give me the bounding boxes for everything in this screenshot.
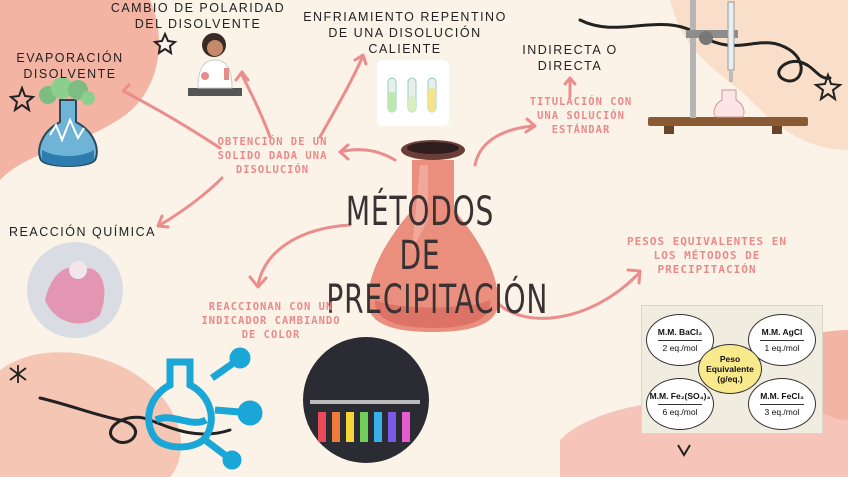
arrow-to-obtencion	[338, 148, 397, 162]
sparkle-icon-left	[9, 365, 27, 383]
colored-solutions-image	[303, 337, 429, 463]
node-polaridad: CAMBIO DE POLARIDAD DEL DISOLVENTE	[110, 1, 286, 31]
star-icon-top-left	[8, 85, 36, 113]
flask-icon-center	[367, 140, 499, 332]
node-pesos: PESOS EQUIVALENTES EN LOS MÉTODOS DE PRE…	[626, 235, 788, 276]
doodle-swirl-bottom-left	[38, 396, 232, 444]
arrow-to-pesos	[493, 270, 642, 320]
arrow-heads	[121, 53, 642, 289]
eq-fe2so4: M.M. Fe₂(SO₄)₃ 6 eq./mol	[646, 378, 714, 430]
main-title-line2: PRECIPITACIÓN	[326, 277, 549, 323]
doodle-swirl-top-right	[578, 18, 832, 83]
arrow-to-polaridad	[240, 73, 272, 139]
test-tubes-image	[377, 60, 449, 126]
node-titulacion: TITULACIÓN CON UNA SOLUCIÓN ESTÁNDAR	[529, 96, 633, 136]
main-title-line1: MÉTODOS DE	[345, 189, 495, 279]
node-indicador: REACCIONAN CON UN INDICADOR CAMBIANDO DE…	[201, 301, 341, 341]
node-obtencion: OBTENCIÓN DE UN SOLIDO DADA UNA DISOLUCI…	[217, 136, 328, 176]
star-icon-top-left-2	[152, 31, 178, 56]
eq-center: Peso Equivalente (g/eq.)	[698, 344, 762, 394]
molecule-flask-icon	[145, 347, 263, 470]
node-enfriamiento: ENFRIAMIENTO REPENTINO DE UNA DISOLUCIÓN…	[303, 10, 507, 56]
scientist-icon	[188, 33, 242, 96]
equivalent-weight-card: M.M. BaCl₂ 2 eq./mol M.M. AgCl 1 eq./mol…	[641, 305, 823, 434]
arrow-to-indicador	[256, 223, 352, 287]
titration-stand-icon	[648, 0, 808, 134]
connector-arrows	[123, 56, 642, 320]
evaporating-flask-icon	[38, 77, 98, 167]
arrow-to-enfriamiento	[318, 56, 364, 139]
main-title: MÉTODOS DE PRECIPITACIÓN	[326, 189, 549, 323]
eq-fecl3: M.M. FeCl₃ 3 eq./mol	[748, 378, 816, 430]
eq-agcl: M.M. AgCl 1 eq./mol	[748, 314, 816, 366]
arrow-to-titulacion	[473, 124, 537, 167]
blob-bottom-left	[0, 352, 182, 477]
arrow-to-reaccion	[158, 176, 224, 227]
chevron-icon-bottom	[677, 444, 691, 457]
node-evaporacion: EVAPORACIÓN DISOLVENTE	[16, 51, 124, 81]
star-icon-top-right	[813, 71, 843, 102]
chemical-reaction-image	[27, 242, 123, 338]
node-reaccion: REACCIÓN QUÍMICA	[9, 225, 156, 239]
node-indirecta: INDIRECTA O DIRECTA	[522, 43, 618, 73]
arrow-to-evaporacion	[123, 90, 222, 150]
